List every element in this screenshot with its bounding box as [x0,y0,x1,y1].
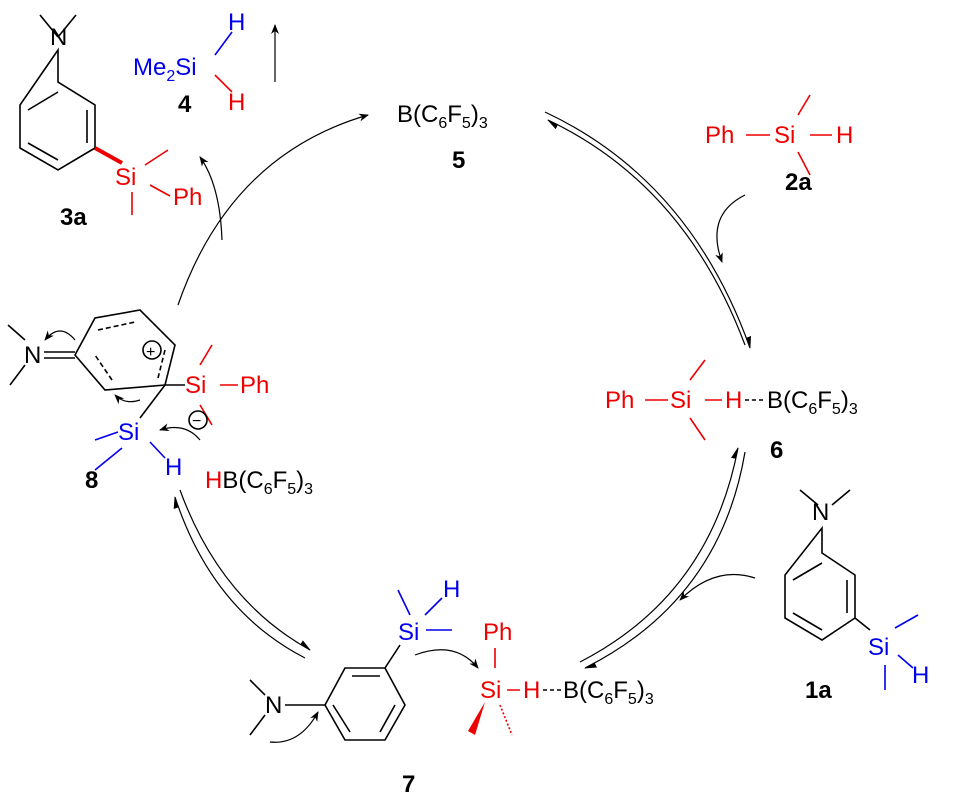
atom-h: H [228,9,245,36]
formula-part: ) [471,101,479,128]
subscript: 5 [628,691,637,708]
atom-si: Si [398,619,419,646]
compound-4: Me2Si H H 4 [133,9,279,118]
atom-h: H [836,122,853,149]
formula-part: ) [841,387,849,414]
compound-label-2a: 2a [785,169,812,196]
phenyl-label: Ph [483,619,512,646]
subscript: 5 [287,481,296,498]
compound-5: B(C6F5)3 5 [397,101,488,174]
electron-push-arrow [159,423,201,441]
compound-3a: N Si Ph 3a [19,14,202,231]
formula-part: ) [637,677,645,704]
compound-label-1a: 1a [805,677,832,704]
subscript: 2 [166,68,175,85]
charge-minus: − [192,413,201,430]
atom-h: H [228,89,245,116]
phenyl-label: Ph [173,184,202,211]
compound-1a: N Si H 1a [784,489,929,704]
formula-part: ) [296,467,304,494]
subscript: 6 [438,115,447,132]
compound-label-5: 5 [452,147,465,174]
cycle-arrow-8-to-5 [177,113,369,306]
borane-formula: B(C [767,387,808,414]
compound-label-8: 8 [85,467,98,494]
equilibrium-arrow-7-6 [579,447,739,663]
compound-6: Ph Si H B(C6F5)3 6 [605,359,858,464]
equilibrium-arrow-6-7 [584,451,746,669]
subscript: 6 [264,481,273,498]
atom-n: N [24,342,41,369]
cycle-arrows [173,111,756,669]
phenyl-label: Ph [605,387,634,414]
atom-h: H [205,467,222,494]
methyl-label: Me [133,54,166,81]
positive-charge-icon [142,340,162,360]
svg-text:HB(C6F5)3: HB(C6F5)3 [205,467,313,498]
svg-text:B(C6F5)3: B(C6F5)3 [767,387,858,418]
charge-plus: + [146,344,155,361]
electron-push-arrow [114,394,141,405]
atom-si: Si [670,387,691,414]
atom-n: N [265,692,282,719]
atom-si: Si [185,372,206,399]
atom-si: Si [115,164,136,191]
subscript: 5 [832,401,841,418]
equilibrium-arrow-8-7 [179,489,311,651]
release-arrow-3a [199,156,223,241]
borane-formula: B(C [222,467,263,494]
borane-formula: B(C [397,101,438,128]
atom-si: Si [480,677,501,704]
compound-7: N Si H Ph Si H B(C6F5)3 7 [249,576,654,798]
atom-h: H [523,677,540,704]
negative-charge-icon [188,410,208,430]
compound-label-3a: 3a [60,204,87,231]
addition-arrow-2a [715,194,746,263]
atom-si: Si [118,419,139,446]
subscript: 6 [604,691,613,708]
subscript: 3 [304,481,313,498]
atom-n: N [50,24,67,51]
atom-n: N [812,499,829,526]
atom-h: H [165,454,182,481]
atom-si: Si [868,634,889,661]
addition-arrow-1a [679,573,756,601]
subscript: 3 [645,691,654,708]
formula-part: F [613,677,628,704]
equilibrium-arrow-7-8 [173,496,306,659]
atom-h: H [912,662,929,689]
formula-part: F [273,467,288,494]
subscript: 5 [462,115,471,132]
equilibrium-arrow-5-6 [544,111,752,349]
phenyl-label: Ph [705,122,734,149]
atom-h: H [443,576,460,603]
formula-part: F [447,101,462,128]
svg-text:B(C6F5)3: B(C6F5)3 [563,677,654,708]
equilibrium-arrow-6-5 [547,119,746,346]
subscript: 3 [849,401,858,418]
atom-si: Si [774,122,795,149]
subscript: 6 [808,401,817,418]
electron-push-arrow [414,649,479,669]
compound-label-6: 6 [770,437,783,464]
electron-push-arrow [269,711,319,743]
atom-si: Si [175,54,196,81]
phenyl-label: Ph [240,372,269,399]
compound-2a: Ph Si H 2a [705,94,853,196]
svg-text:Me2Si: Me2Si [133,54,197,85]
compound-label-4: 4 [178,91,192,118]
compound-8: N + Si Ph Si H − HB(C6F5)3 8 [7,309,313,498]
atom-h: H [725,387,742,414]
borane-formula: B(C [563,677,604,704]
electron-push-arrow [44,330,76,341]
subscript: 3 [479,115,488,132]
formula-part: F [817,387,832,414]
svg-text:B(C6F5)3: B(C6F5)3 [397,101,488,132]
compound-label-7: 7 [402,771,415,798]
